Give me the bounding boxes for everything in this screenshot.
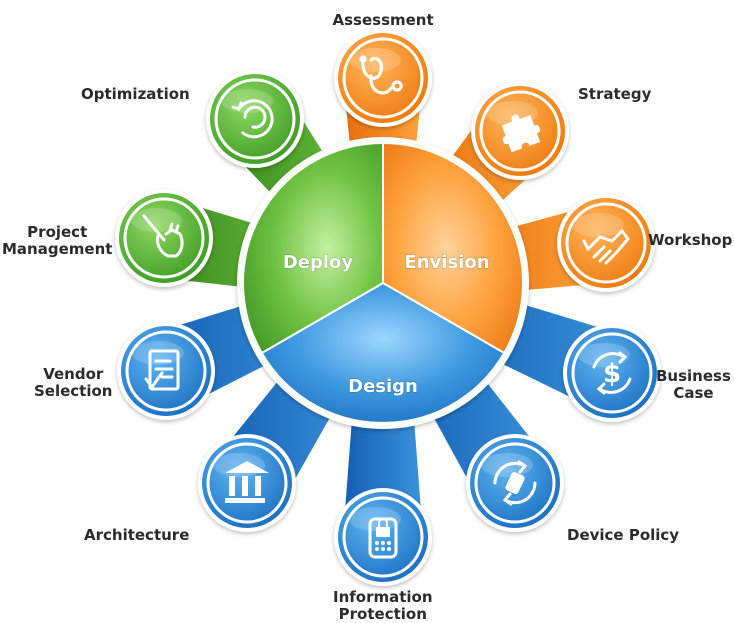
label-business-case: Business Case <box>656 367 731 402</box>
disc-business-case[interactable] <box>563 324 661 422</box>
segment-deploy[interactable] <box>242 141 384 355</box>
disc-strategy[interactable] <box>471 82 569 180</box>
disc-project-management[interactable] <box>115 189 213 287</box>
disc-architecture[interactable] <box>198 434 296 532</box>
label-project-management: Project Management <box>2 223 113 258</box>
icon-discs-layer <box>115 29 661 586</box>
label-workshop: Workshop <box>648 231 733 249</box>
disc-information-protection[interactable] <box>334 488 432 586</box>
segment-label-design: Design <box>348 376 418 397</box>
label-assessment: Assessment <box>332 11 434 29</box>
segment-label-envision: Envision <box>404 252 489 273</box>
disc-optimization[interactable] <box>206 70 304 168</box>
label-strategy: Strategy <box>578 85 652 103</box>
label-optimization: Optimization <box>81 85 190 103</box>
segment-design[interactable] <box>260 281 506 424</box>
segment-envision[interactable] <box>382 141 524 355</box>
disc-vendor-selection[interactable] <box>117 322 215 420</box>
label-architecture: Architecture <box>84 526 190 544</box>
disc-assessment[interactable] <box>334 29 432 127</box>
disc-device-policy[interactable] <box>466 434 564 532</box>
segment-label-deploy: Deploy <box>283 252 354 273</box>
label-device-policy: Device Policy <box>567 526 680 544</box>
disc-workshop[interactable] <box>557 194 655 292</box>
label-vendor-selection: Vendor Selection <box>34 365 113 400</box>
